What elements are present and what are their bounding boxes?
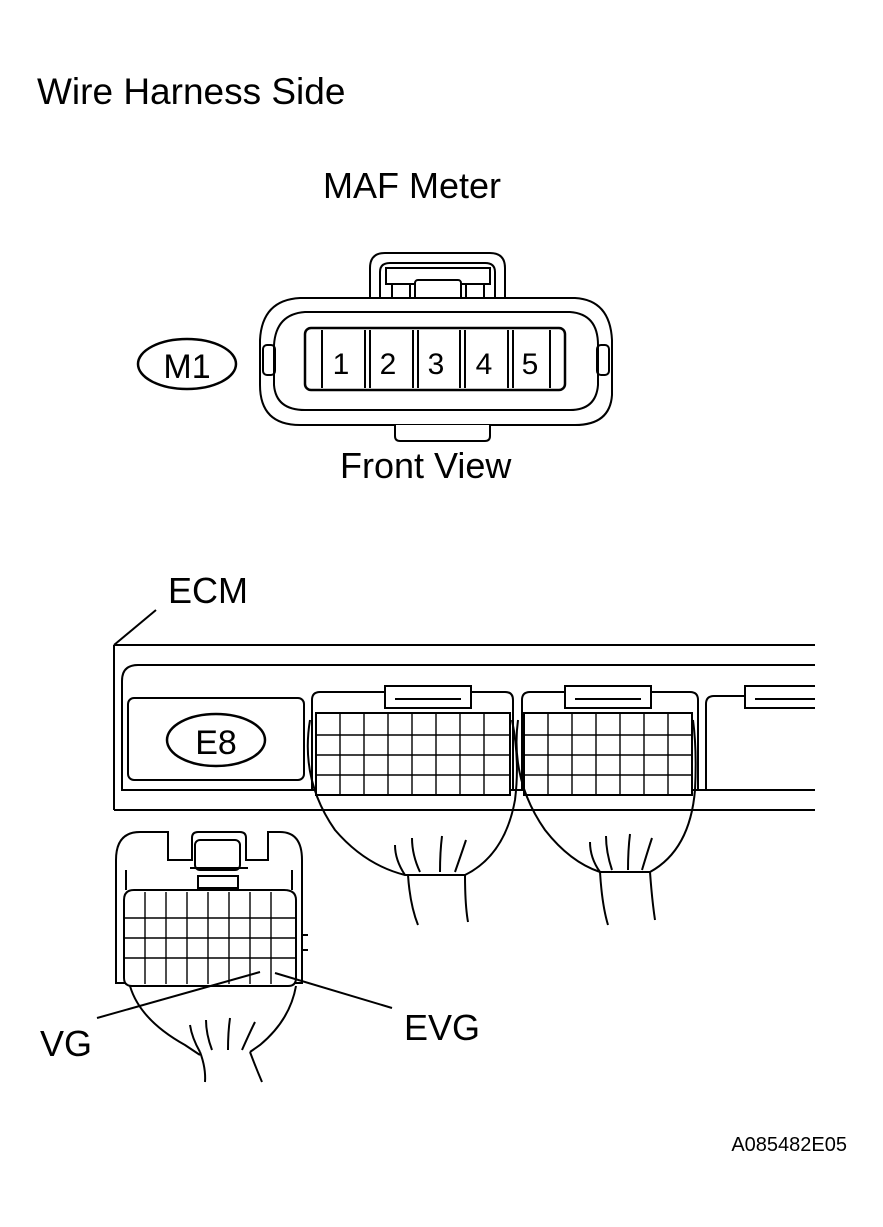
ecm-socket-3: [705, 685, 815, 790]
pin-label: 3: [428, 348, 445, 381]
pin-label: 2: [380, 348, 397, 381]
ecm-socket-1: [306, 685, 518, 926]
terminal-label-vg: VG: [40, 1023, 92, 1064]
ecm-housing: [113, 644, 815, 811]
page-title: Wire Harness Side: [37, 71, 345, 112]
maf-pin-labels: 1 2 3 4 5: [333, 348, 539, 381]
pin-label: 1: [333, 348, 350, 381]
maf-meter-section: MAF Meter M1: [136, 165, 613, 486]
pin-label: 5: [522, 348, 539, 381]
maf-view-label: Front View: [340, 445, 512, 486]
maf-connector-id: M1: [163, 348, 210, 386]
ecm-socket-2: [515, 685, 699, 926]
maf-meter-title: MAF Meter: [323, 165, 501, 206]
e8-harness-connector: [115, 831, 308, 1083]
ecm-section: ECM E8: [113, 570, 815, 926]
ecm-connector-id: E8: [195, 724, 237, 762]
maf-connector-id-badge: M1: [136, 337, 238, 391]
evg-leader-line: [274, 972, 393, 1009]
ecm-label: ECM: [168, 570, 248, 611]
ecm-connector-id-badge: E8: [165, 712, 267, 768]
figure-code: A085482E05: [731, 1134, 847, 1156]
vg-leader-line: [96, 971, 261, 1019]
pin-label: 4: [476, 348, 493, 381]
terminal-label-evg: EVG: [404, 1007, 480, 1048]
maf-connector-body: [259, 252, 613, 442]
